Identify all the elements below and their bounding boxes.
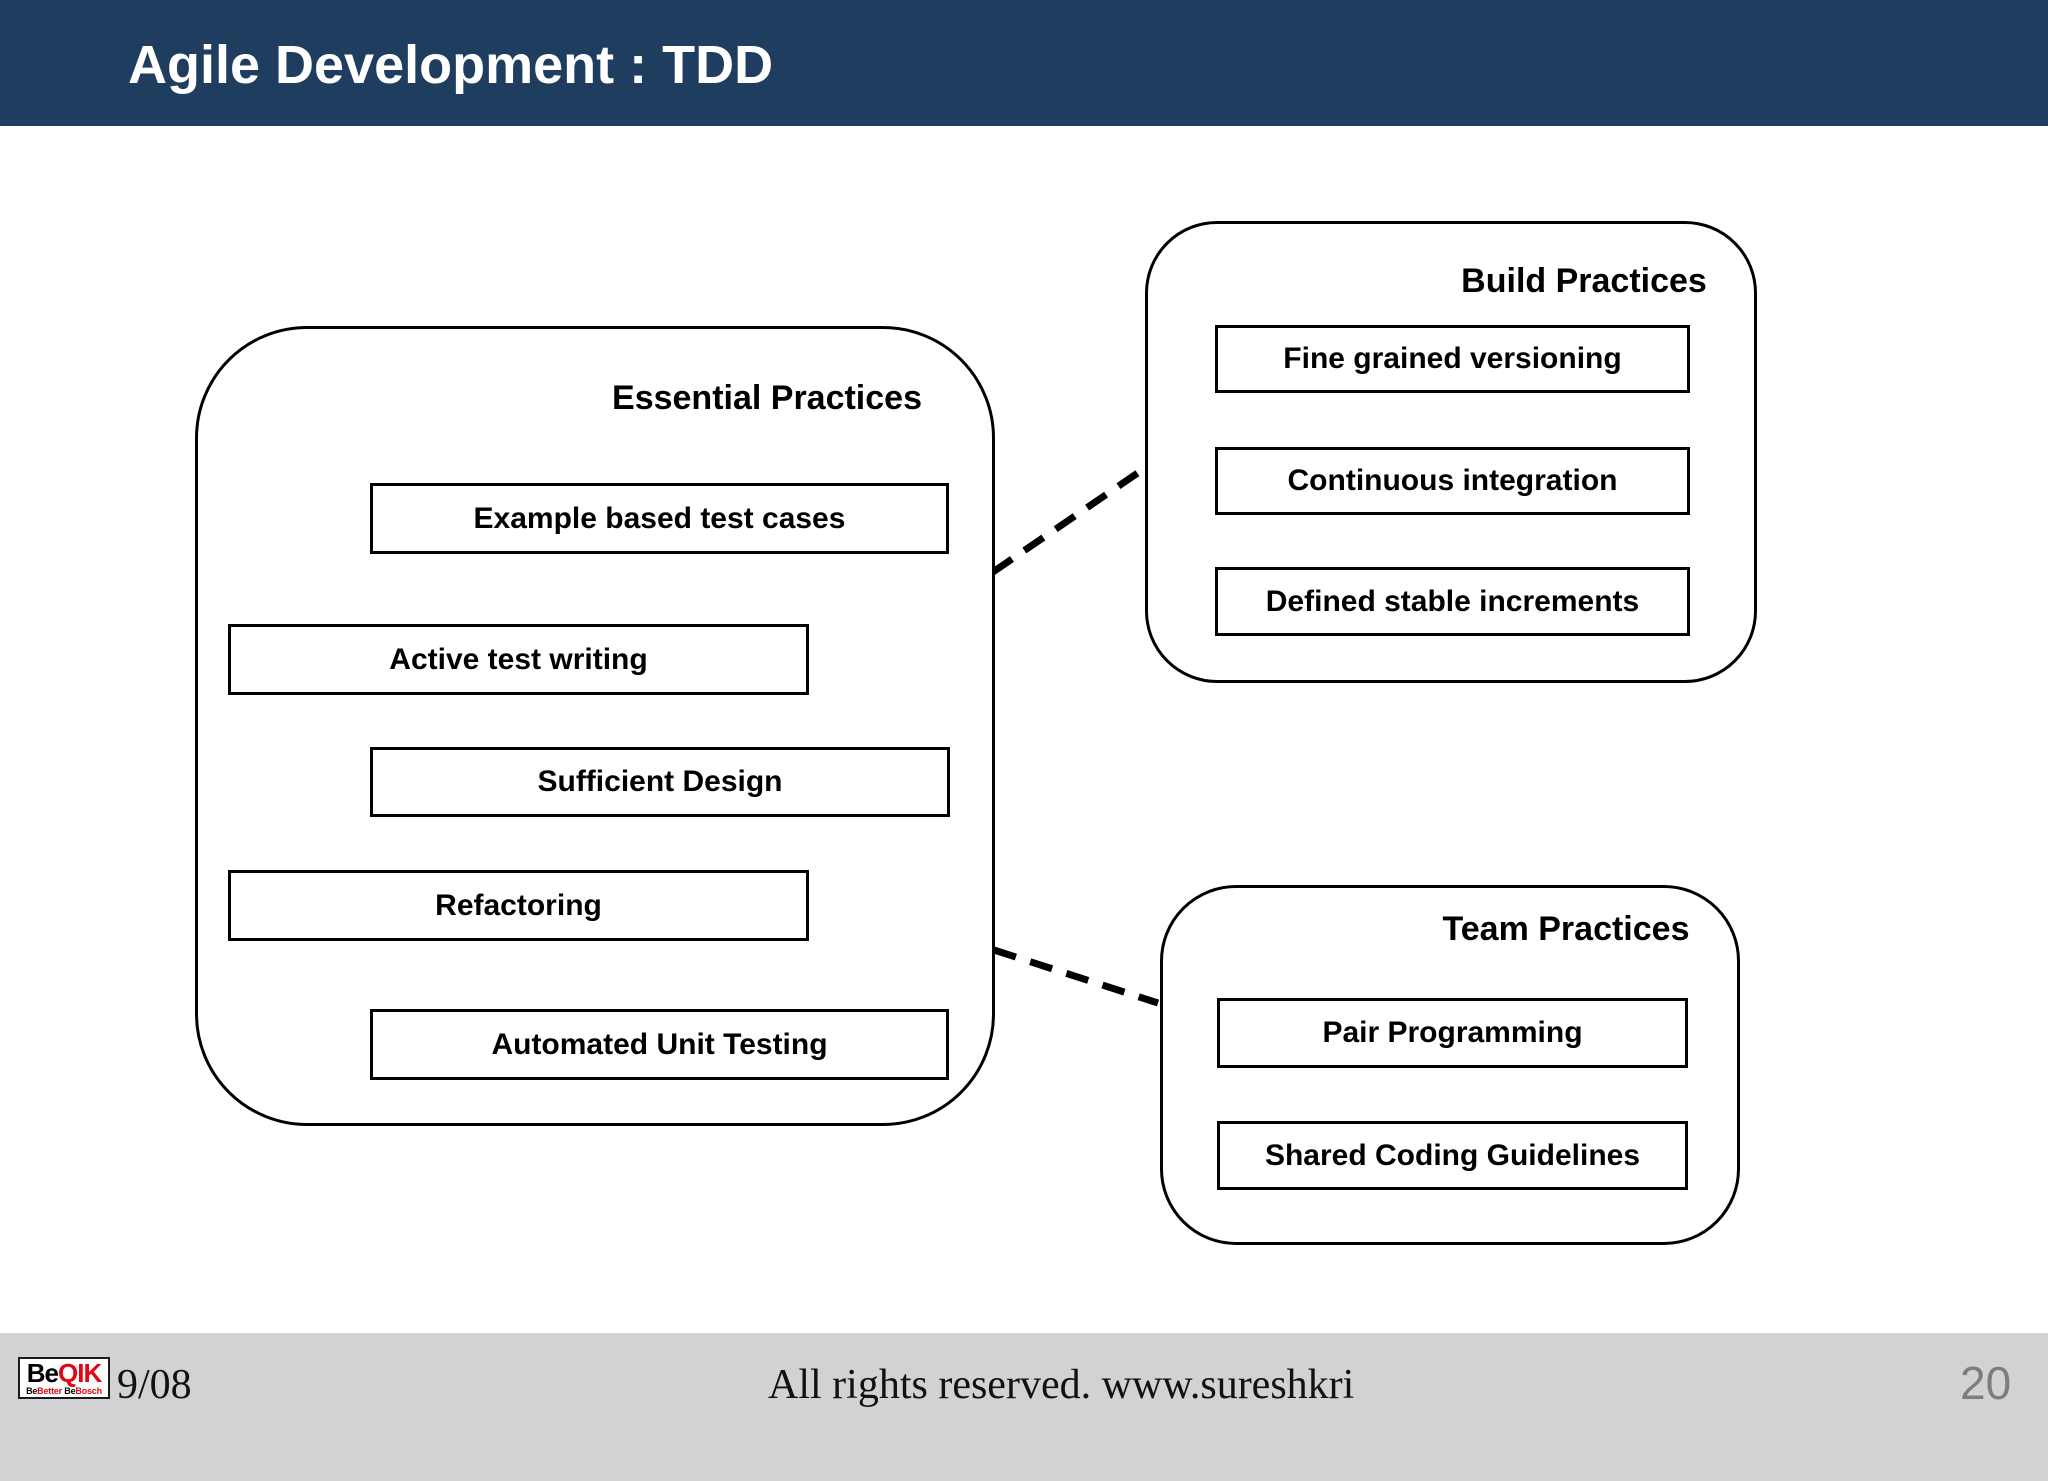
logo-qik-text: QIK (58, 1358, 102, 1388)
practice-box-fine-grained-versioning: Fine grained versioning (1215, 325, 1690, 393)
beqik-logo-tagline: BeBetter BeBosch (26, 1386, 102, 1396)
practice-box-example-based-test-cases: Example based test cases (370, 483, 949, 554)
beqik-logo: BeQIK BeBetter BeBosch (18, 1357, 110, 1399)
essential-practices-group (195, 326, 995, 1126)
connector-essential-to-team (992, 946, 1160, 1007)
footer-copyright: All rights reserved. www.sureshkri (768, 1362, 1355, 1408)
practice-box-pair-programming: Pair Programming (1217, 998, 1688, 1068)
practice-box-automated-unit-testing: Automated Unit Testing (370, 1009, 949, 1080)
build-practices-title: Build Practices (1461, 262, 1707, 300)
slide-title: Agile Development : TDD (128, 35, 774, 95)
practice-box-active-test-writing: Active test writing (228, 624, 809, 695)
logo-be-text: Be (26, 1358, 59, 1388)
practice-box-refactoring: Refactoring (228, 870, 809, 941)
practice-box-sufficient-design: Sufficient Design (370, 747, 950, 817)
practice-box-defined-stable-increments: Defined stable increments (1215, 567, 1690, 636)
practice-box-continuous-integration: Continuous integration (1215, 447, 1690, 515)
practice-box-shared-coding-guidelines: Shared Coding Guidelines (1217, 1121, 1688, 1190)
slide-header-bar: Agile Development : TDD (0, 0, 2048, 126)
essential-practices-title: Essential Practices (612, 379, 922, 417)
page-number: 20 (1960, 1357, 2012, 1409)
slide-footer-bar: BeQIK BeBetter BeBosch 9/08 All rights r… (0, 1333, 2048, 1481)
footer-date: 9/08 (117, 1362, 192, 1408)
beqik-logo-wordmark: BeQIK (20, 1360, 108, 1386)
team-practices-title: Team Practices (1442, 910, 1690, 948)
connector-essential-to-build (991, 465, 1147, 575)
